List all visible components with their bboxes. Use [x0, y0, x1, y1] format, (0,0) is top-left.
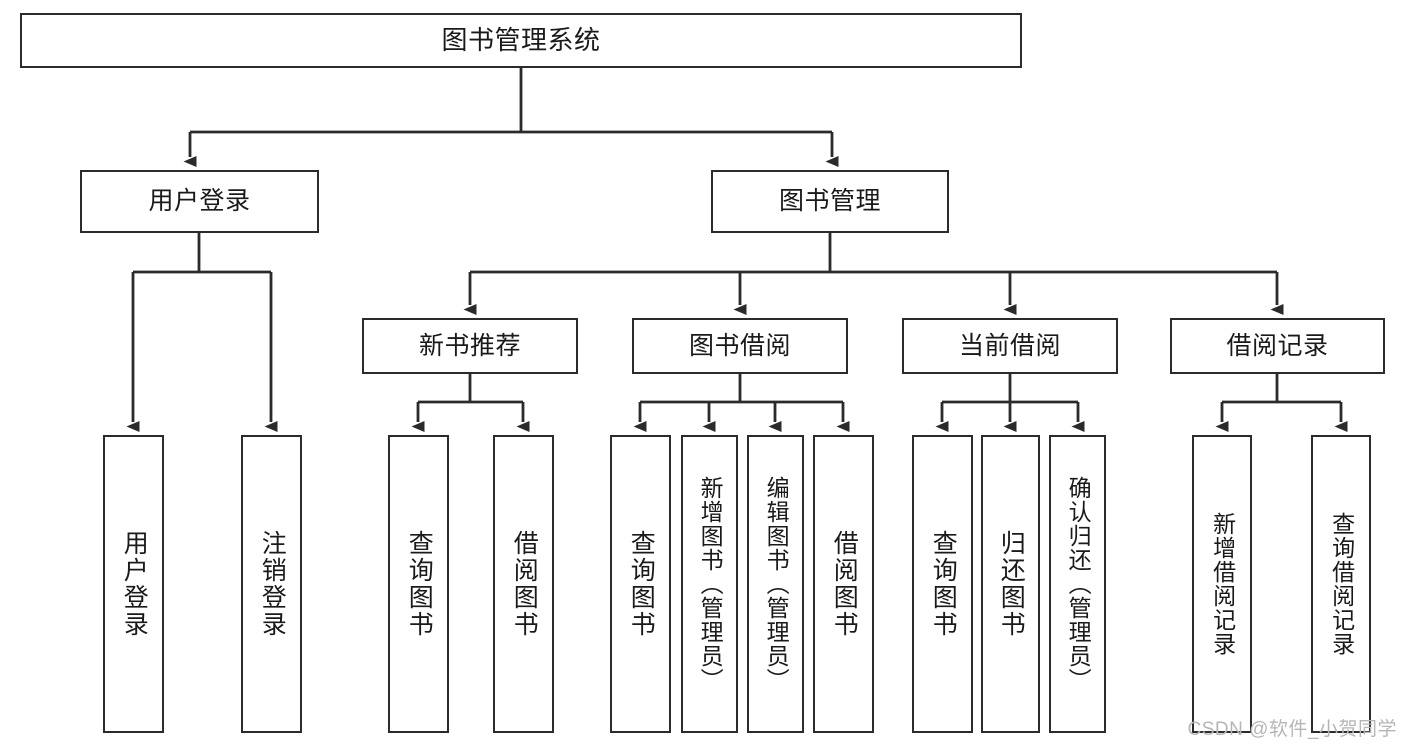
node-borrow-record[interactable]: 借阅记录 [1170, 318, 1385, 374]
node-current-borrow[interactable]: 当前借阅 [902, 318, 1118, 374]
node-leaf-query-book-recommend[interactable]: 查询图书 [388, 435, 449, 733]
node-leaf-confirm-return[interactable]: 确认归还（管理员） [1049, 435, 1106, 733]
node-leaf-query-book-current[interactable]: 查询图书 [912, 435, 973, 733]
node-label: 查询图书 [627, 530, 656, 638]
node-label: 编辑图书（管理员） [763, 476, 790, 692]
node-leaf-add-borrow-record[interactable]: 新增借阅记录 [1192, 435, 1252, 733]
node-label: 图书管理 [778, 187, 881, 215]
node-leaf-return-book[interactable]: 归还图书 [981, 435, 1040, 733]
node-label: 新书推荐 [418, 331, 521, 360]
node-label: 新增图书（管理员） [697, 476, 724, 692]
node-label: 借阅图书 [510, 530, 539, 638]
node-leaf-borrow-book-recommend[interactable]: 借阅图书 [493, 435, 554, 733]
node-book-borrow[interactable]: 图书借阅 [632, 318, 848, 374]
node-label: 用户登录 [120, 530, 149, 638]
node-label: 图书管理系统 [441, 25, 601, 56]
node-new-book-recommend[interactable]: 新书推荐 [362, 318, 578, 374]
watermark-text: CSDN @软件_小贺同学 [1187, 719, 1397, 740]
node-leaf-user-login[interactable]: 用户登录 [103, 435, 164, 733]
node-label: 确认归还（管理员） [1065, 476, 1092, 692]
node-label: 用户登录 [148, 187, 251, 215]
node-leaf-query-borrow-record[interactable]: 查询借阅记录 [1311, 435, 1371, 733]
node-label: 当前借阅 [958, 331, 1061, 360]
node-leaf-add-book[interactable]: 新增图书（管理员） [681, 435, 738, 733]
node-label: 新增借阅记录 [1209, 512, 1236, 656]
node-label: 查询图书 [405, 530, 434, 638]
node-label: 查询图书 [929, 530, 958, 638]
node-leaf-logout-login[interactable]: 注销登录 [241, 435, 302, 733]
node-leaf-query-book-borrow[interactable]: 查询图书 [610, 435, 671, 733]
node-leaf-edit-book[interactable]: 编辑图书（管理员） [747, 435, 804, 733]
node-root-book-management-system[interactable]: 图书管理系统 [20, 13, 1022, 68]
node-label: 归还图书 [997, 530, 1026, 638]
node-label: 图书借阅 [688, 331, 791, 360]
node-label: 注销登录 [258, 530, 287, 638]
node-label: 借阅记录 [1226, 331, 1329, 360]
node-book-management[interactable]: 图书管理 [711, 170, 949, 233]
node-label: 查询借阅记录 [1328, 512, 1355, 656]
node-label: 借阅图书 [830, 530, 859, 638]
node-leaf-borrow-book[interactable]: 借阅图书 [813, 435, 874, 733]
node-user-login[interactable]: 用户登录 [80, 170, 319, 233]
